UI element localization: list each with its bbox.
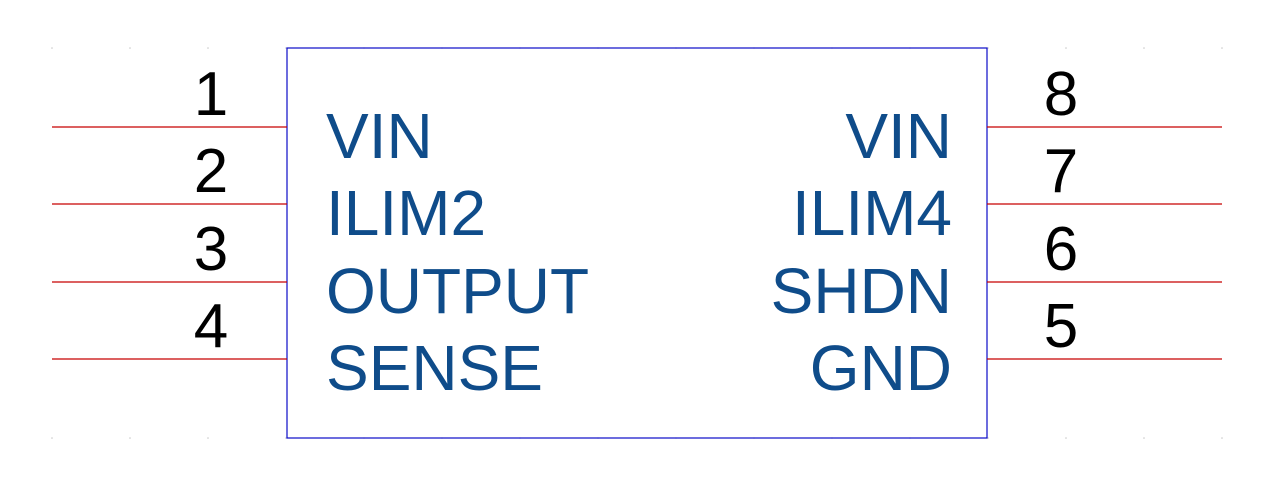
pin-name: VIN [845,100,952,172]
grid-dot [1065,47,1067,49]
grid-dot [207,47,209,49]
pin-number: 1 [194,60,228,129]
grid-dot [1143,437,1145,439]
grid-dot [1065,437,1067,439]
grid-dot [51,437,53,439]
grid-dot [129,47,131,49]
pin-number: 4 [194,292,228,361]
pin-name: ILIM4 [792,177,952,249]
pin-name: SHDN [771,255,952,327]
pin-name: VIN [326,100,433,172]
pin-name: GND [810,332,952,404]
pin-name: SENSE [326,332,543,404]
grid-dot [129,437,131,439]
pin-name: OUTPUT [326,255,589,327]
pin-number: 6 [1044,215,1078,284]
grid-dot [1143,47,1145,49]
grid-dot [1221,437,1223,439]
pin-number: 7 [1044,137,1078,206]
pin-number: 5 [1044,292,1078,361]
grid-dot [1221,47,1223,49]
pin-number: 3 [194,215,228,284]
ic-body-outline [286,47,988,439]
pin-name: ILIM2 [326,177,486,249]
grid-dot [51,47,53,49]
pin-number: 8 [1044,60,1078,129]
grid-dot [207,437,209,439]
pin-number: 2 [194,137,228,206]
